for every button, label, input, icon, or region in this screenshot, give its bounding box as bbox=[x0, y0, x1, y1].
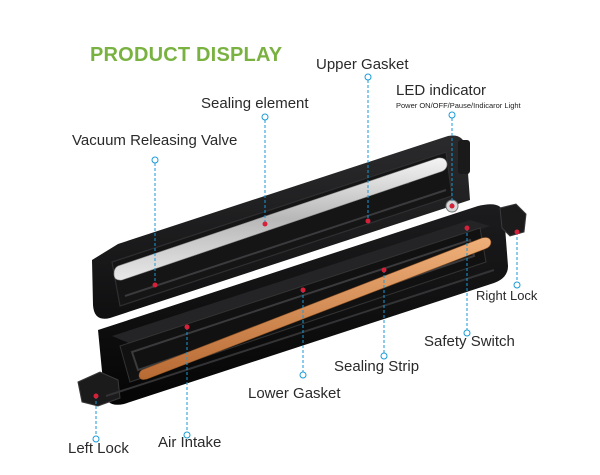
label-safety-switch: Safety Switch bbox=[424, 333, 515, 350]
label-air-intake: Air Intake bbox=[158, 434, 222, 451]
product-display-title: PRODUCT DISPLAY bbox=[90, 44, 283, 66]
label-led-sub: Power ON/OFF/Pause/Indicaror Light bbox=[396, 101, 521, 110]
callout-lines bbox=[95, 80, 518, 436]
target-dots bbox=[93, 203, 520, 399]
callout-end-markers bbox=[92, 73, 521, 443]
label-led-indicator: LED indicator bbox=[396, 82, 487, 99]
label-vacuum-releasing-valve: Vacuum Releasing Valve bbox=[72, 132, 238, 149]
label-sealing-strip: Sealing Strip bbox=[334, 358, 420, 375]
label-lower-gasket: Lower Gasket bbox=[248, 385, 341, 402]
label-left-lock: Left Lock bbox=[68, 440, 129, 457]
label-upper-gasket: Upper Gasket bbox=[316, 56, 409, 73]
label-sealing-element: Sealing element bbox=[201, 95, 309, 112]
upper-lid bbox=[92, 135, 470, 319]
label-right-lock: Right Lock bbox=[476, 288, 538, 303]
